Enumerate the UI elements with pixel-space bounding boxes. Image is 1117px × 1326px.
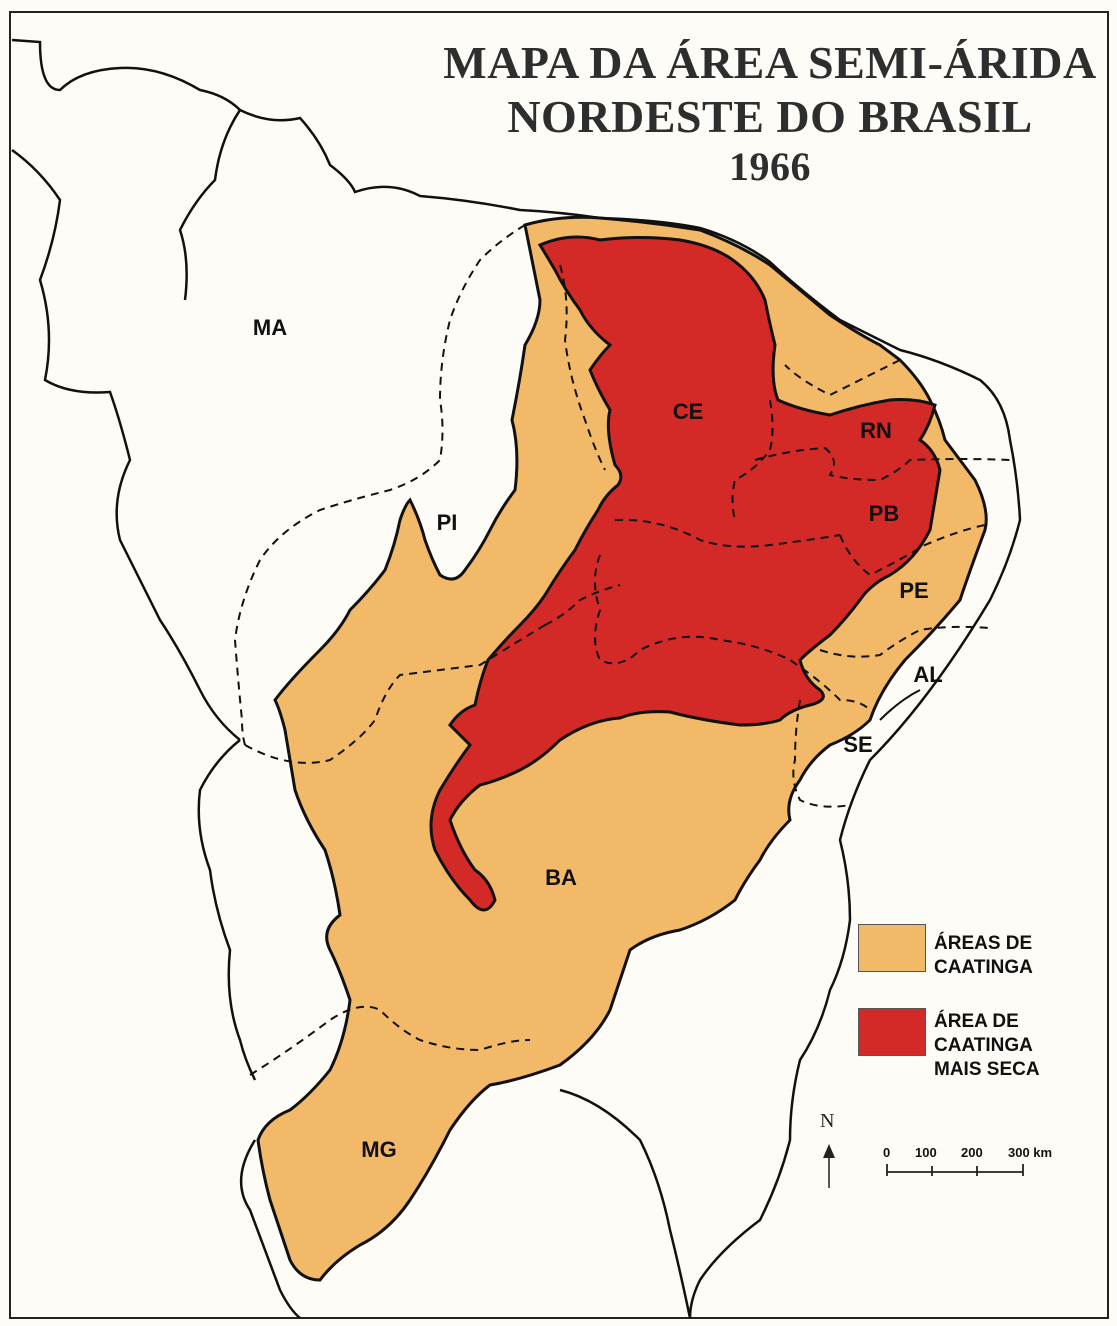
north-label: N <box>820 1110 835 1132</box>
state-border-mg-south <box>239 1139 301 1319</box>
state-label-ma: MA <box>252 315 288 340</box>
scale-tick-300km: 300 km <box>1008 1145 1053 1160</box>
state-border-pi-ma <box>178 109 242 301</box>
border-pi-ba <box>244 624 546 764</box>
border-pe-ba <box>594 554 871 711</box>
map-title-line-1: MAPA DA ÁREA SEMI-ÁRIDA <box>443 37 1097 88</box>
scale-tick-100: 100 <box>915 1145 937 1160</box>
border-rn-pb <box>754 446 1011 482</box>
north-arrow <box>823 1144 835 1188</box>
legend-label-caatinga: ÁREAS DE CAATINGA <box>934 933 1033 978</box>
state-border-east-inland <box>559 1088 692 1319</box>
legend-swatch-dry-caatinga <box>858 1008 926 1056</box>
map-title-line-2: NORDESTE DO BRASIL <box>507 91 1033 142</box>
border-ba-se <box>792 699 851 808</box>
border-ce-ba <box>544 584 621 626</box>
state-label-pi: PI <box>436 510 458 535</box>
state-label-mg: MG <box>361 1137 397 1162</box>
west-boundary-ma <box>11 148 241 741</box>
border-pi-ma <box>233 224 526 746</box>
scale-tick-0: 0 <box>883 1145 891 1160</box>
border-ce-pi <box>559 264 606 471</box>
scale-tick-200: 200 <box>961 1145 983 1160</box>
border-ce-rn <box>731 399 774 521</box>
coastline <box>11 38 1022 1319</box>
dry-caatinga-area <box>429 235 942 912</box>
state-label-pe: PE <box>899 578 929 603</box>
state-label-ce: CE <box>672 399 704 424</box>
state-border-west-ba <box>197 739 257 1081</box>
map-border <box>9 11 1109 1319</box>
legend-swatch-caatinga <box>858 924 926 972</box>
border-ma-interior <box>784 359 901 397</box>
legend-label-dry-caatinga: ÁREA DE CAATINGA MAIS SECA <box>934 1011 1040 1080</box>
state-label-rn: RN <box>860 418 892 443</box>
state-label-se: SE <box>843 732 873 757</box>
state-border-pe-al <box>879 689 921 721</box>
scale-bar <box>886 1164 1024 1176</box>
state-label-pb: PB <box>868 501 900 526</box>
state-label-ba: BA <box>545 865 577 890</box>
border-ce-pe <box>614 518 841 548</box>
border-pe-al <box>819 625 991 658</box>
map-title-year: 1966 <box>729 144 811 189</box>
state-borders-dashed <box>233 224 1011 1076</box>
border-ba-mg <box>249 1005 531 1076</box>
state-label-al: AL <box>913 662 943 687</box>
